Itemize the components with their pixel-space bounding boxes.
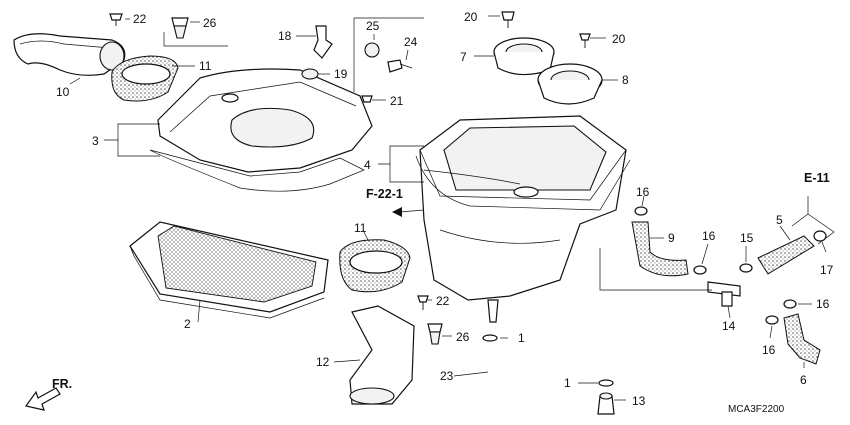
ref-f-22-1: F-22-1 xyxy=(366,187,403,201)
callout-22-bottom: 22 xyxy=(436,294,450,308)
callout-20-top: 20 xyxy=(464,10,478,24)
callout-16-d: 16 xyxy=(762,343,776,357)
callout-1-lower: 1 xyxy=(564,376,571,390)
part-10-intake-duct xyxy=(13,33,126,76)
part-22-screw-bottom xyxy=(417,295,429,310)
part-11-seal-upper xyxy=(111,55,179,102)
part-6-hose xyxy=(783,313,821,365)
part-5-hose xyxy=(757,235,815,275)
callout-16-a: 16 xyxy=(636,185,650,199)
part-19-grommet xyxy=(301,68,319,80)
part-17-clip xyxy=(813,230,827,242)
diagram-code: MCA3F2200 xyxy=(728,404,785,415)
part-8-funnel xyxy=(537,63,603,105)
ref-e-11: E-11 xyxy=(804,171,830,185)
part-9-hose xyxy=(631,221,689,277)
callout-16-b: 16 xyxy=(702,229,716,243)
part-18-breather-fitting xyxy=(313,25,333,59)
callout-18: 18 xyxy=(278,29,292,43)
callout-16-c: 16 xyxy=(816,297,830,311)
part-22-screw-top xyxy=(109,13,123,26)
part-14-joint xyxy=(707,281,741,307)
callout-20-right: 20 xyxy=(612,32,626,46)
part-16-clip-a xyxy=(634,206,648,216)
callout-2: 2 xyxy=(184,317,191,331)
part-25-nut xyxy=(364,42,380,58)
callout-11-upper: 11 xyxy=(199,59,212,73)
callout-3: 3 xyxy=(92,134,99,148)
callout-12: 12 xyxy=(316,355,330,369)
front-label: FR. xyxy=(52,377,72,391)
callout-11-lower: 11 xyxy=(354,221,367,235)
callout-24: 24 xyxy=(404,35,418,49)
callout-23: 23 xyxy=(440,369,454,383)
callout-10: 10 xyxy=(56,85,70,99)
callout-13: 13 xyxy=(632,394,646,408)
part-20-bolt-a xyxy=(501,11,515,28)
part-21-screw xyxy=(361,95,373,103)
part-4-housing xyxy=(415,115,631,323)
callout-26-bottom: 26 xyxy=(456,330,470,344)
part-16-clip-b xyxy=(693,265,707,275)
callout-9: 9 xyxy=(668,231,675,245)
callout-4: 4 xyxy=(364,158,371,172)
part-26-grommet-bottom xyxy=(427,323,443,345)
callout-17: 17 xyxy=(820,263,834,277)
callout-25: 25 xyxy=(366,19,380,33)
callout-15: 15 xyxy=(740,231,754,245)
callout-1-upper: 1 xyxy=(518,331,525,345)
callout-14: 14 xyxy=(722,319,736,333)
callout-5: 5 xyxy=(776,213,783,227)
part-11-seal-lower xyxy=(339,239,411,293)
callout-26-top: 26 xyxy=(203,16,217,30)
front-direction-arrow: FR. xyxy=(24,377,72,411)
leader-lines xyxy=(69,15,835,401)
callout-7: 7 xyxy=(460,50,467,64)
part-26-grommet-top xyxy=(171,17,189,39)
part-1-clamp-upper xyxy=(482,334,498,342)
callout-labels: 22 26 10 11 3 18 19 25 24 21 20 7 20 8 4… xyxy=(56,10,834,415)
part-23-drain-tube xyxy=(484,339,615,401)
part-16-clip-d xyxy=(765,315,779,325)
callout-19: 19 xyxy=(334,67,348,81)
part-13-drain-plug xyxy=(597,392,615,415)
callout-21: 21 xyxy=(390,94,404,108)
part-12-lower-duct xyxy=(349,305,415,405)
part-2-air-filter xyxy=(129,221,329,319)
callout-22-top: 22 xyxy=(133,12,147,26)
part-20-bolt-b xyxy=(579,33,591,48)
part-1-clamp-lower xyxy=(598,379,614,387)
callout-6: 6 xyxy=(800,373,807,387)
part-24-bolt xyxy=(387,59,413,73)
part-15-clip xyxy=(739,263,753,273)
part-7-funnel xyxy=(493,37,555,76)
part-3-housing-cover xyxy=(149,68,373,192)
part-16-clip-c xyxy=(783,299,797,309)
callout-8: 8 xyxy=(622,73,629,87)
